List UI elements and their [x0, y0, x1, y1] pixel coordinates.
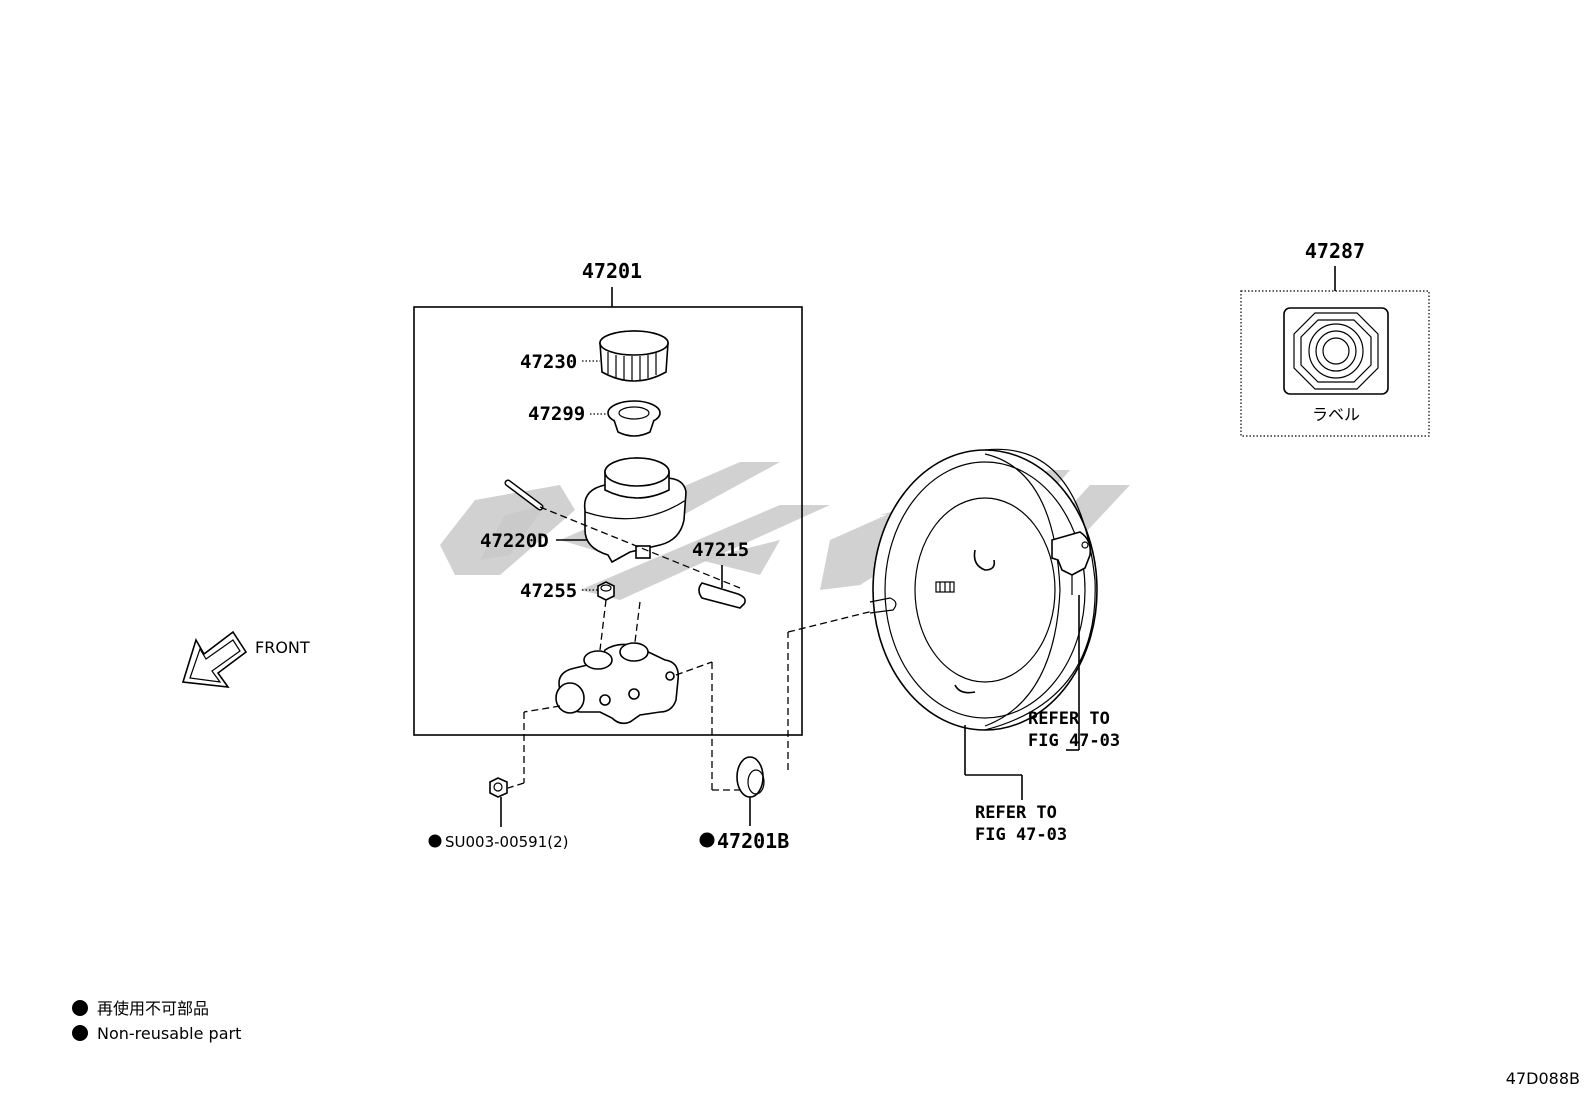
seal: 47201B	[699, 591, 951, 853]
part-number-47201b: 47201B	[717, 829, 789, 853]
strainer: 47299	[528, 400, 661, 437]
front-arrow-icon	[181, 630, 248, 688]
pin: 47215	[692, 539, 749, 609]
part-number-47255: 47255	[520, 580, 577, 602]
legend-english: Non-reusable part	[97, 1024, 241, 1043]
diagram-code: 47D088B	[1506, 1069, 1580, 1088]
part-number-47299: 47299	[528, 403, 585, 425]
label-caption: ラベル	[1312, 405, 1360, 424]
connector-rod	[504, 479, 741, 589]
part-number-47201: 47201	[582, 259, 642, 283]
non-reusable-marker-icon	[428, 834, 442, 848]
nut: SU003-00591(2)	[428, 777, 569, 851]
part-number-47215: 47215	[692, 539, 749, 561]
reservoir-tank: 47220D	[480, 457, 687, 564]
front-label: FRONT	[255, 638, 310, 657]
brake-booster	[869, 448, 1098, 800]
refer-upper-line1: REFER TO	[1028, 709, 1110, 729]
legend: 再使用不可部品 Non-reusable part	[72, 999, 241, 1043]
part-number-47230: 47230	[520, 351, 577, 373]
master-cylinder-body	[507, 642, 745, 791]
refer-lower-line1: REFER TO	[975, 803, 1057, 823]
refer-upper-line2: FIG 47-03	[1028, 731, 1120, 751]
grommet: 47255	[520, 580, 641, 651]
non-reusable-marker-icon	[72, 1025, 88, 1041]
reservoir-cap: 47230	[520, 330, 669, 382]
non-reusable-marker-icon	[72, 1000, 88, 1016]
label-box: 47287 ラベル	[1240, 239, 1430, 437]
part-number-47220d: 47220D	[480, 530, 549, 552]
non-reusable-marker-icon	[699, 832, 715, 848]
part-number-47287: 47287	[1305, 239, 1365, 263]
assembly-box: 47201	[413, 259, 803, 736]
part-number-su003: SU003-00591(2)	[445, 833, 569, 851]
legend-japanese: 再使用不可部品	[97, 999, 209, 1018]
refer-lower-line2: FIG 47-03	[975, 825, 1067, 845]
